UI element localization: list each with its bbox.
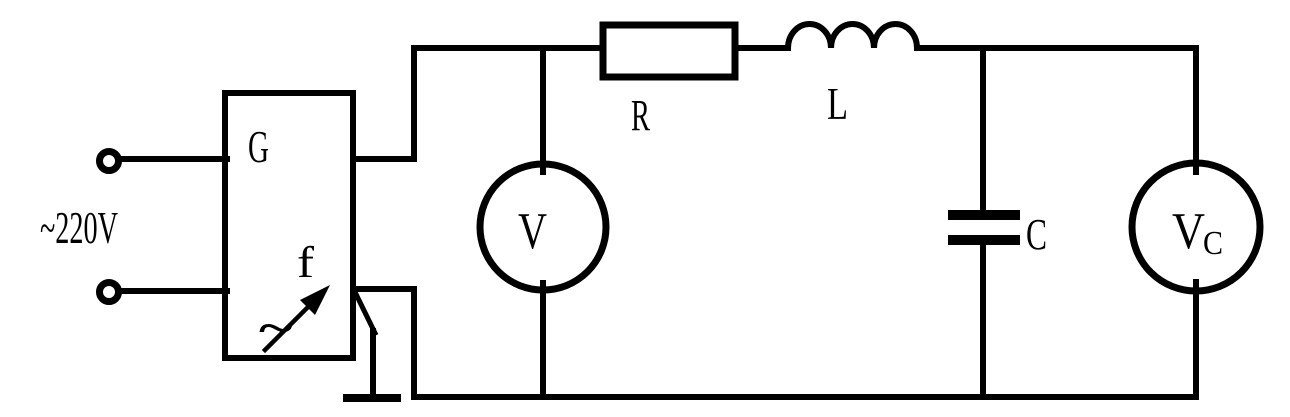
capacitor-plate-bottom — [948, 235, 1020, 245]
voltmeter-vc-label-main: V — [1172, 203, 1205, 260]
capacitor-label: C — [1026, 210, 1047, 259]
generator-label: G — [248, 121, 269, 172]
voltmeter-vc-label-sub: C — [1203, 225, 1223, 262]
frequency-label: f — [297, 238, 314, 287]
inductor-coil — [784, 21, 921, 52]
resistor-label: R — [631, 91, 650, 140]
resistor-body — [599, 21, 739, 81]
capacitor-plate-top — [948, 210, 1020, 220]
generator: ~ — [222, 90, 356, 361]
arrow-head — [300, 285, 330, 315]
ac-terminal-top — [96, 148, 122, 174]
source-voltage-label: ~220V — [40, 202, 118, 253]
inductor-label: L — [827, 78, 848, 129]
voltmeter-v-label: V — [518, 203, 547, 260]
switch-blade — [350, 286, 379, 337]
wire-top-rail-right — [914, 45, 1199, 175]
ac-terminal-bottom — [96, 279, 122, 305]
generator-box — [222, 90, 356, 361]
ac-tilde-icon: ~ — [259, 306, 293, 352]
wire-bottom-rail — [350, 279, 1199, 400]
frequency-adjust-arrow-icon: ~ — [259, 285, 330, 354]
